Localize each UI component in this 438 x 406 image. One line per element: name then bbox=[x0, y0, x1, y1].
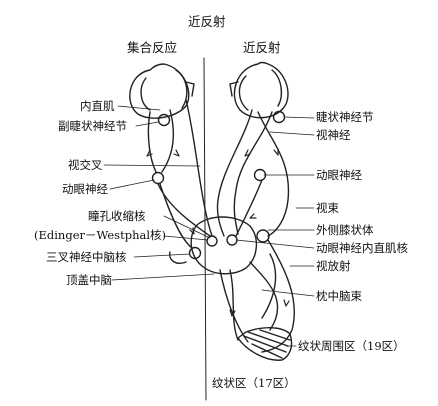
label-pupillary-constrictor-nucleus: 瞳孔收缩核 bbox=[88, 209, 146, 223]
label-accessory-ciliary-ganglion: 副睫状神经节 bbox=[58, 119, 127, 133]
left-eyeball bbox=[129, 63, 195, 119]
label-ciliary-ganglion: 睫状神经节 bbox=[316, 110, 374, 124]
diagram-title: 近反射 bbox=[188, 14, 226, 29]
label-medial-rectus: 内直肌 bbox=[80, 99, 115, 113]
right-eyeball bbox=[229, 61, 289, 119]
right-header: 近反射 bbox=[243, 40, 281, 55]
label-pretectal-midbrain: 顶盖中脑 bbox=[66, 273, 112, 287]
left-ciliary-ganglion bbox=[157, 113, 171, 127]
label-peristriate-area: 纹状周围区（19区） bbox=[298, 339, 405, 353]
label-striate-area: 纹状区（17区） bbox=[212, 376, 296, 390]
label-optic-nerve: 视神经 bbox=[316, 128, 351, 142]
pathway-arrows bbox=[146, 148, 290, 317]
label-optic-chiasm: 视交叉 bbox=[68, 158, 103, 172]
label-oculomotor-medial-rectus-nucleus: 动眼神经内直肌核 bbox=[316, 241, 408, 255]
left-header: 集合反应 bbox=[127, 40, 178, 55]
label-edinger-westphal: (Edinger－Westphal核) bbox=[34, 228, 166, 242]
label-optic-tract: 视束 bbox=[316, 201, 339, 215]
left-oculomotor-relay bbox=[151, 171, 165, 185]
label-left-oculomotor-nerve: 动眼神经 bbox=[62, 182, 108, 196]
label-right-oculomotor-nerve: 动眼神经 bbox=[316, 168, 362, 182]
right-ew-nucleus bbox=[226, 234, 238, 246]
label-trigeminal-mesencephalic-nucleus: 三叉神经中脑核 bbox=[46, 250, 127, 264]
label-optic-radiation: 视放射 bbox=[316, 259, 351, 273]
midline bbox=[203, 57, 207, 401]
lateral-geniculate-circle bbox=[256, 229, 270, 243]
label-occipitomesencephalic-tract: 枕中脑束 bbox=[316, 289, 362, 303]
visual-cortex bbox=[237, 327, 293, 361]
label-lateral-geniculate-body: 外侧膝状体 bbox=[316, 223, 374, 237]
